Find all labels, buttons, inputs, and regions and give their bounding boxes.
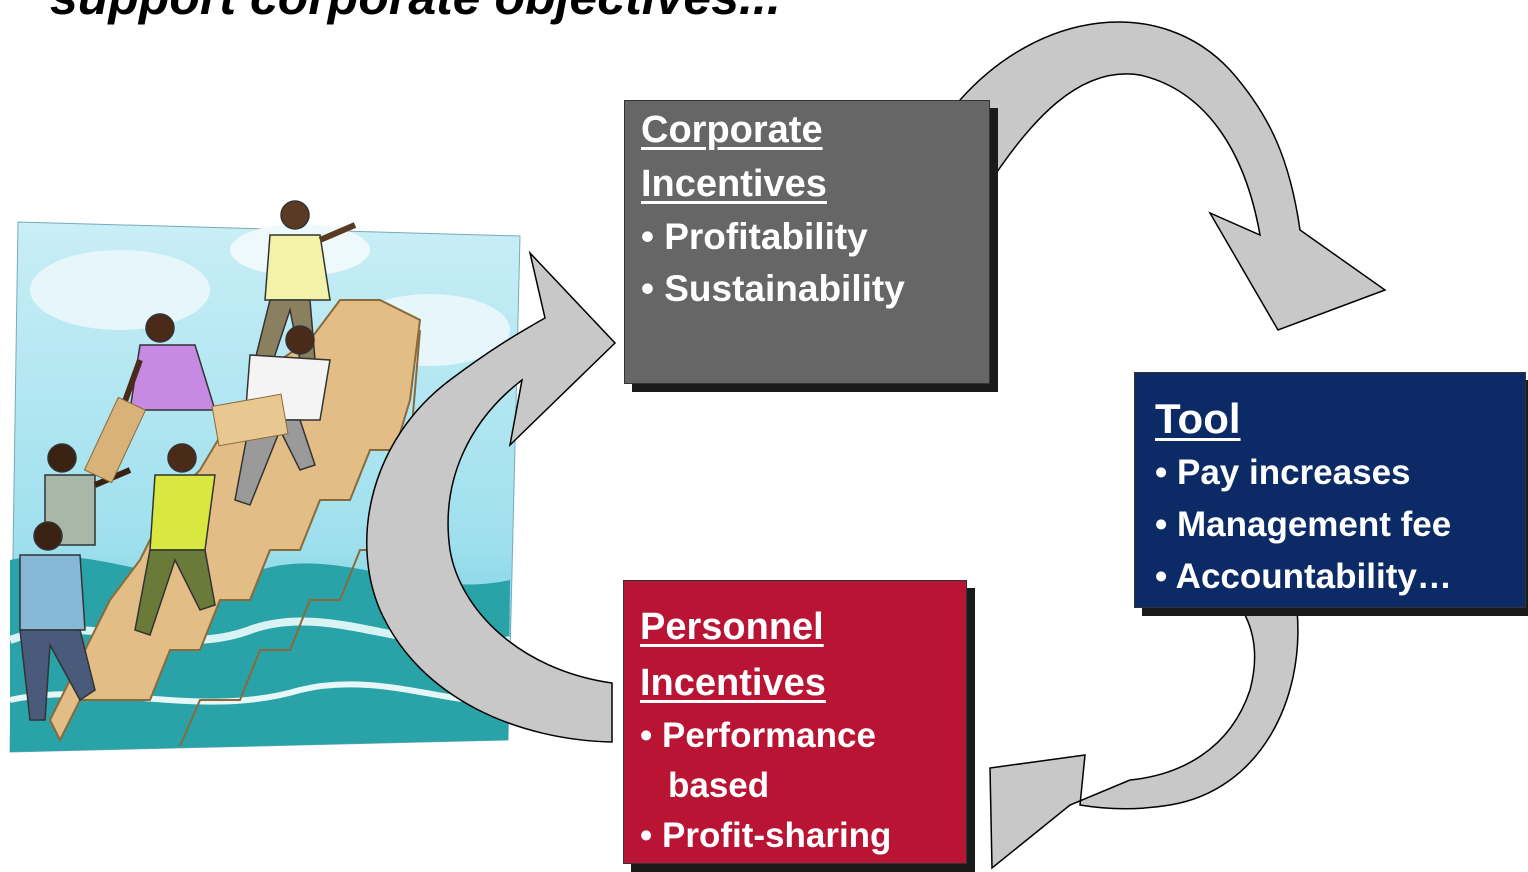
- cloud-shape: [30, 250, 210, 330]
- personnel-incentives-box: Personnel Incentives • Performance based…: [623, 580, 967, 864]
- worker-figure: [117, 313, 217, 417]
- arrow-tool-to-personnel: [989, 609, 1299, 870]
- slide-heading: support corporate objectives...: [50, 0, 781, 22]
- arrow-corporate-to-tool: [959, 21, 1387, 331]
- worker-figure: [134, 443, 216, 636]
- personnel-item: • Performance: [640, 716, 876, 755]
- tool-title: Tool: [1155, 395, 1241, 442]
- corporate-item: • Sustainability: [641, 268, 905, 309]
- worker-figure: [19, 521, 96, 721]
- tool-box: Tool • Pay increases • Management fee • …: [1134, 372, 1526, 608]
- tool-item: • Accountability…: [1155, 557, 1452, 596]
- personnel-title-line1: Personnel: [640, 606, 824, 648]
- plank-shape: [83, 396, 147, 484]
- corporate-title-line2: Incentives: [641, 163, 827, 205]
- personnel-item: • Profit-sharing: [640, 816, 892, 855]
- tool-item: • Pay increases: [1155, 453, 1411, 492]
- plank-shape: [211, 393, 289, 447]
- corporate-item: • Profitability: [641, 216, 868, 257]
- corporate-title-line1: Corporate: [641, 109, 823, 151]
- personnel-title-line2: Incentives: [640, 662, 826, 704]
- arrow-personnel-to-corporate: [366, 250, 617, 743]
- personnel-item-continuation: based: [668, 766, 770, 805]
- corporate-incentives-box: Corporate Incentives • Profitability • S…: [624, 100, 990, 384]
- tool-item: • Management fee: [1155, 505, 1452, 544]
